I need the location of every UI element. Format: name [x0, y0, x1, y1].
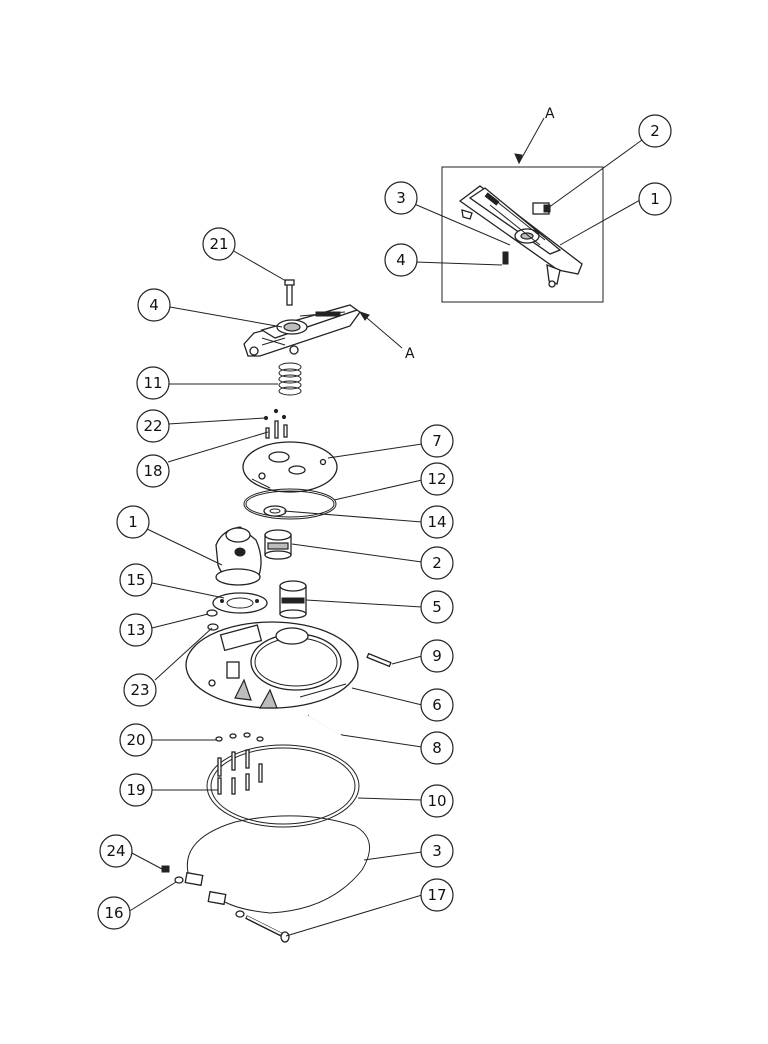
- callout-18: 18: [136, 454, 170, 488]
- svg-text:15: 15: [126, 571, 145, 589]
- detail-view-a: A: [441, 106, 604, 303]
- svg-text:5: 5: [432, 598, 442, 616]
- callout-22: 22: [136, 409, 170, 443]
- part-14-gasket: [263, 505, 287, 517]
- svg-text:3: 3: [432, 842, 442, 860]
- part-21-bolt: [284, 279, 295, 306]
- svg-text:2: 2: [650, 122, 660, 140]
- callout-1-detail: 1: [638, 182, 672, 216]
- part-17-bolt: [235, 910, 290, 943]
- part-22-clips: [263, 408, 287, 421]
- callout-3-detail: 3: [384, 181, 418, 215]
- part-1-elbow-housing: [215, 526, 262, 586]
- detail-frame: [441, 166, 604, 303]
- callout-14: 14: [420, 505, 454, 539]
- callout-8: 8: [420, 731, 454, 765]
- part-12-o-ring: [243, 488, 337, 520]
- part-6-base-ring: [185, 621, 359, 709]
- section-marker-a: A: [358, 311, 415, 362]
- callout-2-detail: 2: [638, 114, 672, 148]
- leader-lines: [127, 139, 643, 937]
- svg-text:1: 1: [128, 513, 138, 531]
- svg-text:16: 16: [104, 904, 123, 922]
- callout-12: 12: [420, 462, 454, 496]
- svg-text:14: 14: [427, 513, 446, 531]
- callout-24: 24: [99, 834, 133, 868]
- part-5-cartridge: [279, 580, 307, 619]
- svg-text:9: 9: [432, 647, 442, 665]
- part-15-flange-gasket: [212, 592, 268, 614]
- callout-4-detail: 4: [384, 243, 418, 277]
- detail-view-label: A: [545, 106, 555, 122]
- svg-text:3: 3: [396, 189, 406, 207]
- detail-screw: [502, 251, 509, 265]
- callout-2: 2: [420, 546, 454, 580]
- part-20-nuts: [215, 732, 264, 742]
- svg-text:6: 6: [432, 696, 442, 714]
- part-11-spring: [278, 362, 302, 396]
- detail-actuator-body: [458, 185, 583, 288]
- svg-text:24: 24: [106, 842, 125, 860]
- svg-text:13: 13: [126, 621, 145, 639]
- part-24-screw: [161, 865, 170, 873]
- svg-text:2: 2: [432, 554, 442, 572]
- callout-9: 9: [420, 639, 454, 673]
- svg-text:19: 19: [126, 781, 145, 799]
- callout-20: 20: [119, 723, 153, 757]
- callout-17: 17: [420, 878, 454, 912]
- svg-text:18: 18: [143, 462, 162, 480]
- callouts: 1 2 3 4 21 4 11 22 18 7 12 14 1 2 15 5 1…: [97, 114, 672, 930]
- callout-23: 23: [123, 673, 157, 707]
- detail-part-2: [532, 202, 551, 215]
- svg-text:23: 23: [130, 681, 149, 699]
- svg-text:21: 21: [209, 235, 228, 253]
- part-16-washer: [174, 876, 184, 884]
- callout-11: 11: [136, 366, 170, 400]
- part-7-top-plate: [242, 441, 338, 493]
- callout-15: 15: [119, 563, 153, 597]
- callout-6: 6: [420, 688, 454, 722]
- svg-text:4: 4: [396, 251, 406, 269]
- svg-text:22: 22: [143, 417, 162, 435]
- part-10-clamp-ring: [206, 744, 360, 828]
- part-9-pin: [366, 652, 392, 668]
- section-label: A: [405, 346, 415, 362]
- callout-3: 3: [420, 834, 454, 868]
- svg-text:8: 8: [432, 739, 442, 757]
- svg-text:1: 1: [650, 190, 660, 208]
- callout-4: 4: [137, 288, 171, 322]
- callout-13: 13: [119, 613, 153, 647]
- svg-text:20: 20: [126, 731, 145, 749]
- callout-19: 19: [119, 773, 153, 807]
- svg-text:10: 10: [427, 792, 446, 810]
- svg-text:12: 12: [427, 470, 446, 488]
- part-19-bolts: [217, 749, 263, 795]
- svg-text:11: 11: [143, 374, 162, 392]
- svg-text:4: 4: [149, 296, 159, 314]
- callout-10: 10: [420, 784, 454, 818]
- callout-21: 21: [202, 227, 236, 261]
- callout-1: 1: [116, 505, 150, 539]
- callout-5: 5: [420, 590, 454, 624]
- callout-7: 7: [420, 424, 454, 458]
- part-18-pins: [265, 420, 288, 439]
- part-13-nut: [206, 609, 218, 617]
- callout-16: 16: [97, 896, 131, 930]
- svg-text:17: 17: [427, 886, 446, 904]
- part-8-rod: [307, 714, 343, 736]
- part-23-washer: [207, 623, 219, 631]
- svg-text:7: 7: [432, 432, 442, 450]
- part-2-valve: [264, 529, 292, 560]
- part-3-clamp-band: [184, 815, 370, 914]
- part-4-actuator-body: [243, 304, 361, 357]
